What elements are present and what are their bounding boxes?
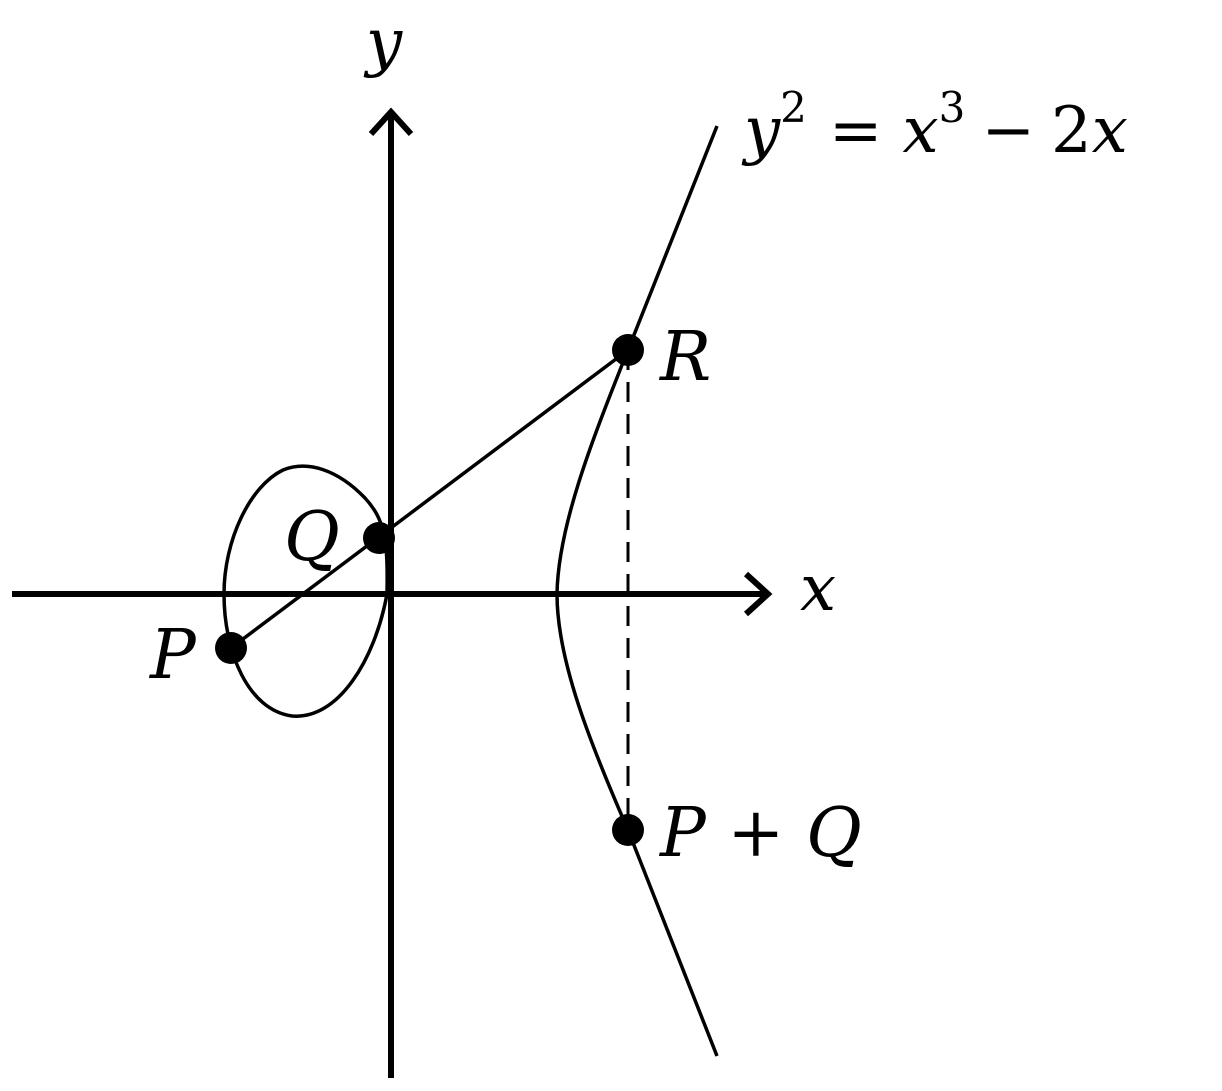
point-sum-dot (612, 814, 644, 846)
curve-equation: y2=x3−2x (741, 83, 1128, 168)
y-axis-label: y (363, 6, 403, 80)
point-sum-label: P + Q (658, 794, 862, 873)
point-q-dot (363, 522, 395, 554)
point-p-dot (215, 632, 247, 664)
point-q-label: Q (284, 498, 340, 577)
point-r-dot (612, 334, 644, 366)
secant-line (229, 348, 630, 650)
curve-branch (555, 125, 719, 1057)
y-axis-arrowhead (368, 107, 414, 137)
x-axis-arrowhead (743, 571, 773, 617)
x-axis-label: x (800, 552, 836, 626)
curve-oval (222, 464, 389, 718)
point-r-label: R (658, 318, 711, 397)
point-p-label: P (148, 616, 197, 695)
